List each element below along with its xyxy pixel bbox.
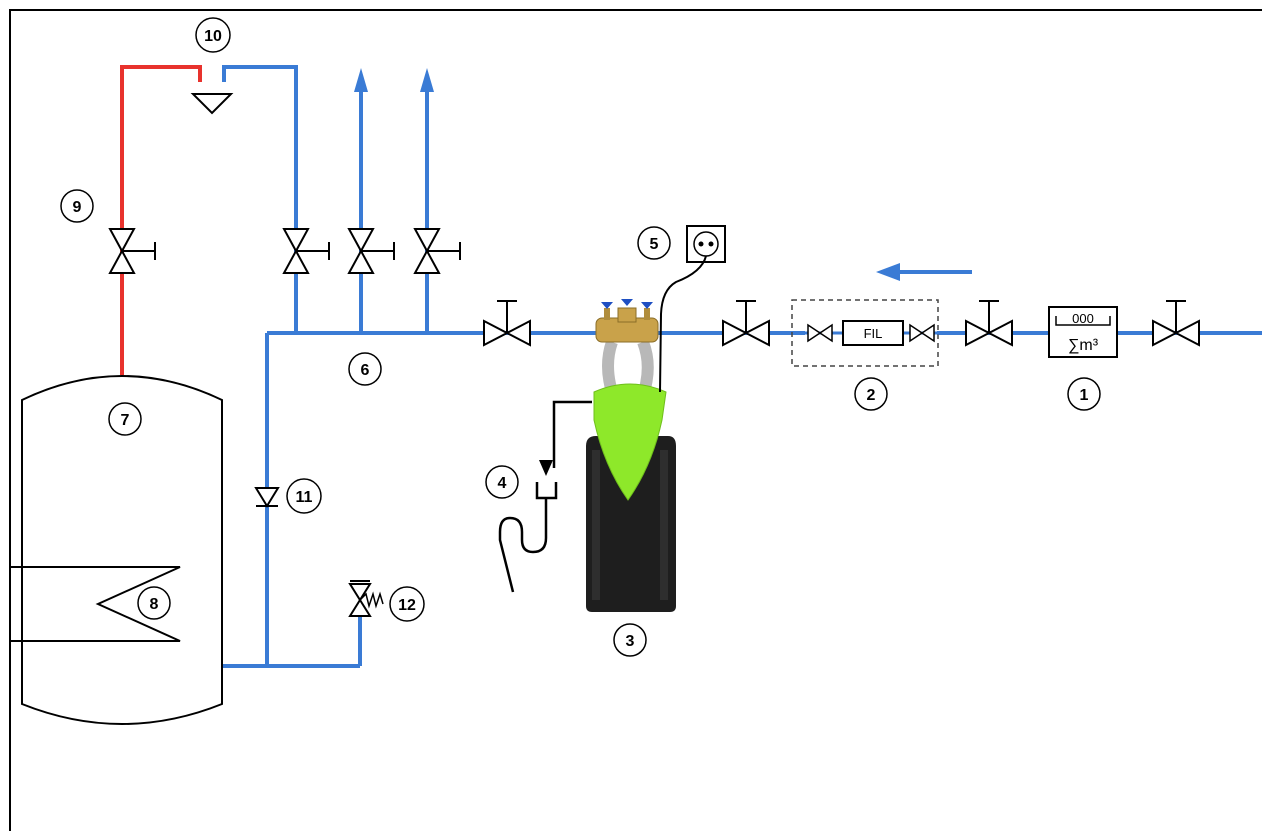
callout-circle-3 bbox=[613, 623, 647, 657]
callout-10: 10 bbox=[204, 28, 222, 45]
shutoff-valve-9 bbox=[108, 228, 156, 274]
callout-circle-8 bbox=[137, 586, 171, 620]
heat-exchanger-coil bbox=[10, 566, 181, 642]
shutoff-valve-branch-3 bbox=[413, 228, 461, 274]
drain-funnel bbox=[498, 400, 592, 593]
callout-circle-11 bbox=[286, 478, 322, 514]
callout-circle-6 bbox=[348, 352, 382, 386]
callout-circle-5 bbox=[637, 226, 671, 260]
mixing-valve-icon bbox=[190, 93, 234, 115]
callout-8: 8 bbox=[150, 596, 159, 613]
callout-6: 6 bbox=[361, 362, 370, 379]
callout-9: 9 bbox=[73, 199, 82, 216]
shutoff-valve-main-3 bbox=[965, 300, 1013, 347]
outlet-arrow-1 bbox=[354, 68, 368, 92]
callout-1: 1 bbox=[1080, 387, 1089, 404]
outlet-arrow-2 bbox=[420, 68, 434, 92]
callout-11: 11 bbox=[296, 489, 313, 506]
callout-circle-9 bbox=[60, 189, 94, 223]
callout-circle-10 bbox=[195, 17, 231, 53]
water-softener bbox=[586, 299, 676, 612]
check-valve bbox=[254, 487, 280, 508]
flow-direction-arrow bbox=[876, 263, 972, 281]
shutoff-valve-main-4 bbox=[1152, 300, 1200, 347]
hot-water-pipe bbox=[120, 65, 202, 375]
callout-circle-1 bbox=[1067, 377, 1101, 411]
diagram-border bbox=[9, 9, 1262, 831]
callout-circle-4 bbox=[485, 465, 519, 499]
callout-7: 7 bbox=[121, 412, 130, 429]
shutoff-valve-main-1 bbox=[483, 300, 531, 347]
callout-circle-2 bbox=[854, 377, 888, 411]
callout-2: 2 bbox=[867, 387, 876, 404]
shutoff-valve-branch-1 bbox=[282, 228, 330, 274]
shutoff-valve-branch-2 bbox=[347, 228, 395, 274]
filter-label: FIL bbox=[864, 326, 883, 341]
filter-assembly bbox=[791, 299, 940, 367]
drain-arrow bbox=[539, 460, 553, 476]
meter-unit: ∑m³ bbox=[1068, 337, 1099, 354]
callout-4: 4 bbox=[498, 475, 507, 492]
callout-3: 3 bbox=[626, 633, 635, 650]
callout-circle-7 bbox=[108, 402, 142, 436]
drain-valve bbox=[348, 580, 384, 617]
meter-digits: 000 bbox=[1072, 311, 1094, 326]
shutoff-valve-main-2 bbox=[722, 300, 770, 347]
callout-12: 12 bbox=[398, 597, 416, 614]
callout-circle-12 bbox=[389, 586, 425, 622]
water-meter bbox=[1048, 306, 1118, 358]
power-cable bbox=[659, 255, 707, 393]
callout-5: 5 bbox=[650, 236, 659, 253]
